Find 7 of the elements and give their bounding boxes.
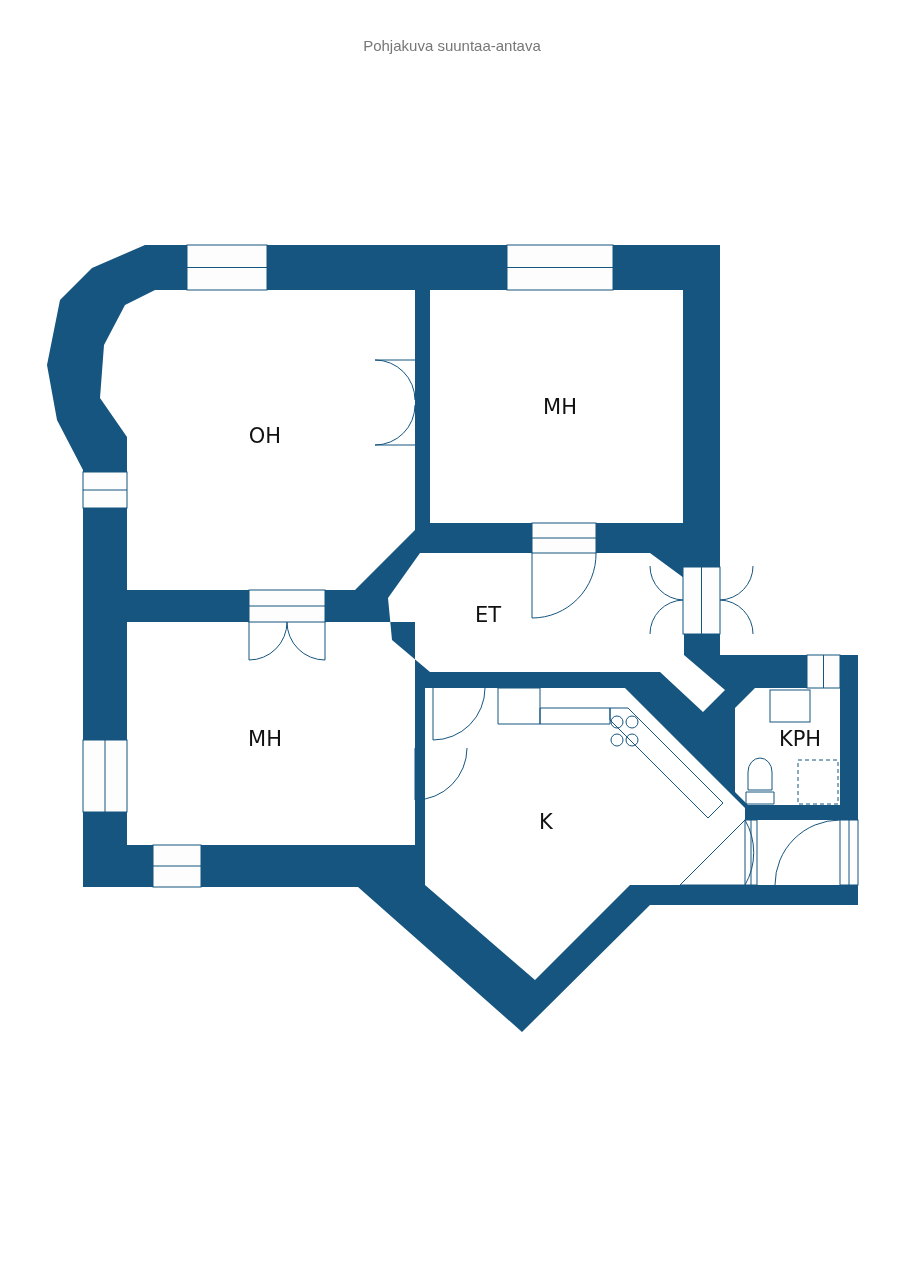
room-label: OH bbox=[248, 424, 282, 448]
plan-title: Pohjakuva suuntaa-antava bbox=[363, 37, 541, 54]
room-label: K bbox=[539, 810, 553, 834]
room-label: KPH bbox=[778, 727, 822, 751]
room-label: MH bbox=[248, 727, 282, 751]
room-label: ET bbox=[474, 603, 502, 627]
room-label: MH bbox=[543, 395, 577, 419]
